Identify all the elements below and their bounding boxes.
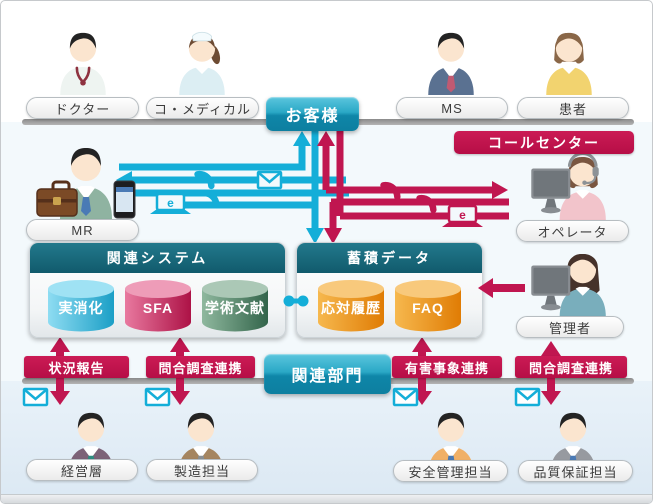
call-center-box: コールセンター xyxy=(454,131,634,154)
label-quality: 品質保証担当 xyxy=(518,460,633,482)
label-manager: 管理者 xyxy=(516,316,624,338)
briefcase-icon xyxy=(36,180,78,217)
cylinder-faq: FAQ xyxy=(393,279,463,335)
link-label: 問合調査連携 xyxy=(158,360,243,376)
label-text: オペレータ xyxy=(537,224,608,240)
related-department-label: 関連部門 xyxy=(291,368,364,385)
label-text: 安全管理担当 xyxy=(408,464,493,480)
monitor-icon xyxy=(531,168,571,214)
operator-avatar xyxy=(509,149,621,220)
cylinder-label: SFA xyxy=(142,300,172,316)
phone-icon xyxy=(416,194,437,214)
cylinder-academic: 学術文献 xyxy=(200,279,270,335)
background-bottom xyxy=(1,381,652,503)
e-label: e xyxy=(459,208,466,222)
label-ms: MS xyxy=(396,97,508,119)
cylinder-label: 学術文献 xyxy=(205,300,265,316)
ms-avatar xyxy=(416,25,486,97)
mail-icon xyxy=(22,387,49,407)
cylinder-jisshoka: 実消化 xyxy=(46,279,116,335)
label-text: コ・メディカル xyxy=(153,101,252,117)
mail-icon xyxy=(392,387,419,407)
label-text: ドクター xyxy=(54,101,111,117)
related-system-header: 関連システム xyxy=(30,243,285,273)
manager-avatar xyxy=(509,246,621,317)
related-system-box: 関連システム 実消化 SFA xyxy=(29,242,286,338)
footer-bar xyxy=(1,494,652,503)
doctor-avatar xyxy=(48,25,118,97)
link-label: 状況報告 xyxy=(48,360,105,376)
customer-operator-arrowheads-red xyxy=(317,131,508,244)
link-status-report: 状況報告 xyxy=(24,356,129,378)
customer-box-label: お客様 xyxy=(285,108,340,125)
label-text: 製造担当 xyxy=(173,463,230,479)
cylinder-sfa: SFA xyxy=(123,279,193,335)
customer-box: お客様 xyxy=(266,97,359,131)
label-text: 品質保証担当 xyxy=(533,464,618,480)
label-operator: オペレータ xyxy=(516,220,629,242)
related-system-title: 関連システム xyxy=(106,250,209,266)
mr-avatar xyxy=(29,139,143,219)
system-data-connector xyxy=(283,295,309,307)
phone-icon xyxy=(380,181,401,201)
label-safety: 安全管理担当 xyxy=(393,460,508,482)
related-system-cylinders: 実消化 SFA 学術文献 xyxy=(30,273,285,335)
mail-icon xyxy=(256,170,283,190)
stored-data-box: 蓄積データ 応対履歴 FAQ xyxy=(296,242,483,338)
e-label: e xyxy=(167,196,174,210)
comedical-avatar xyxy=(167,25,237,97)
label-patient: 患者 xyxy=(517,97,629,119)
label-text: 患者 xyxy=(558,101,587,117)
cylinder-label: FAQ xyxy=(412,300,444,316)
link-adverse-event: 有害事象連携 xyxy=(392,356,502,378)
label-comedical: コ・メディカル xyxy=(146,97,259,119)
link-inquiry-investigation-2: 問合調査連携 xyxy=(515,356,627,378)
cylinder-response-history: 応対履歴 xyxy=(316,279,386,335)
label-text: MS xyxy=(441,100,463,116)
stored-data-title: 蓄積データ xyxy=(347,250,432,266)
mail-icon xyxy=(514,387,541,407)
customer-operator-flow-red xyxy=(322,131,509,229)
label-text: 経営層 xyxy=(60,463,103,479)
e-terminal-icon: e xyxy=(442,204,483,227)
label-mr: MR xyxy=(26,219,139,241)
label-executive: 経営層 xyxy=(26,459,138,481)
cylinder-label: 実消化 xyxy=(58,300,103,316)
label-text: MR xyxy=(71,222,94,238)
stored-data-header: 蓄積データ xyxy=(297,243,482,273)
cylinder-label: 応対履歴 xyxy=(321,300,381,316)
phone-icon xyxy=(199,189,220,209)
link-label: 有害事象連携 xyxy=(404,360,489,376)
phone-icon xyxy=(194,170,215,190)
label-doctor: ドクター xyxy=(26,97,139,119)
manager-to-data-arrow xyxy=(478,278,525,298)
mail-icon xyxy=(144,387,171,407)
link-label: 問合調査連携 xyxy=(528,360,613,376)
monitor-icon xyxy=(531,265,571,311)
stored-data-cylinders: 応対履歴 FAQ xyxy=(297,273,482,335)
label-text: 管理者 xyxy=(548,320,591,336)
label-manufacturing: 製造担当 xyxy=(146,459,258,481)
link-inquiry-investigation-1: 問合調査連携 xyxy=(146,356,255,378)
smartphone-icon xyxy=(113,180,136,219)
call-center-label: コールセンター xyxy=(488,134,600,151)
related-department-box: 関連部門 xyxy=(264,354,391,394)
nurse-cap-icon xyxy=(191,31,213,42)
patient-avatar xyxy=(534,25,604,97)
e-terminal-icon: e xyxy=(150,192,191,214)
